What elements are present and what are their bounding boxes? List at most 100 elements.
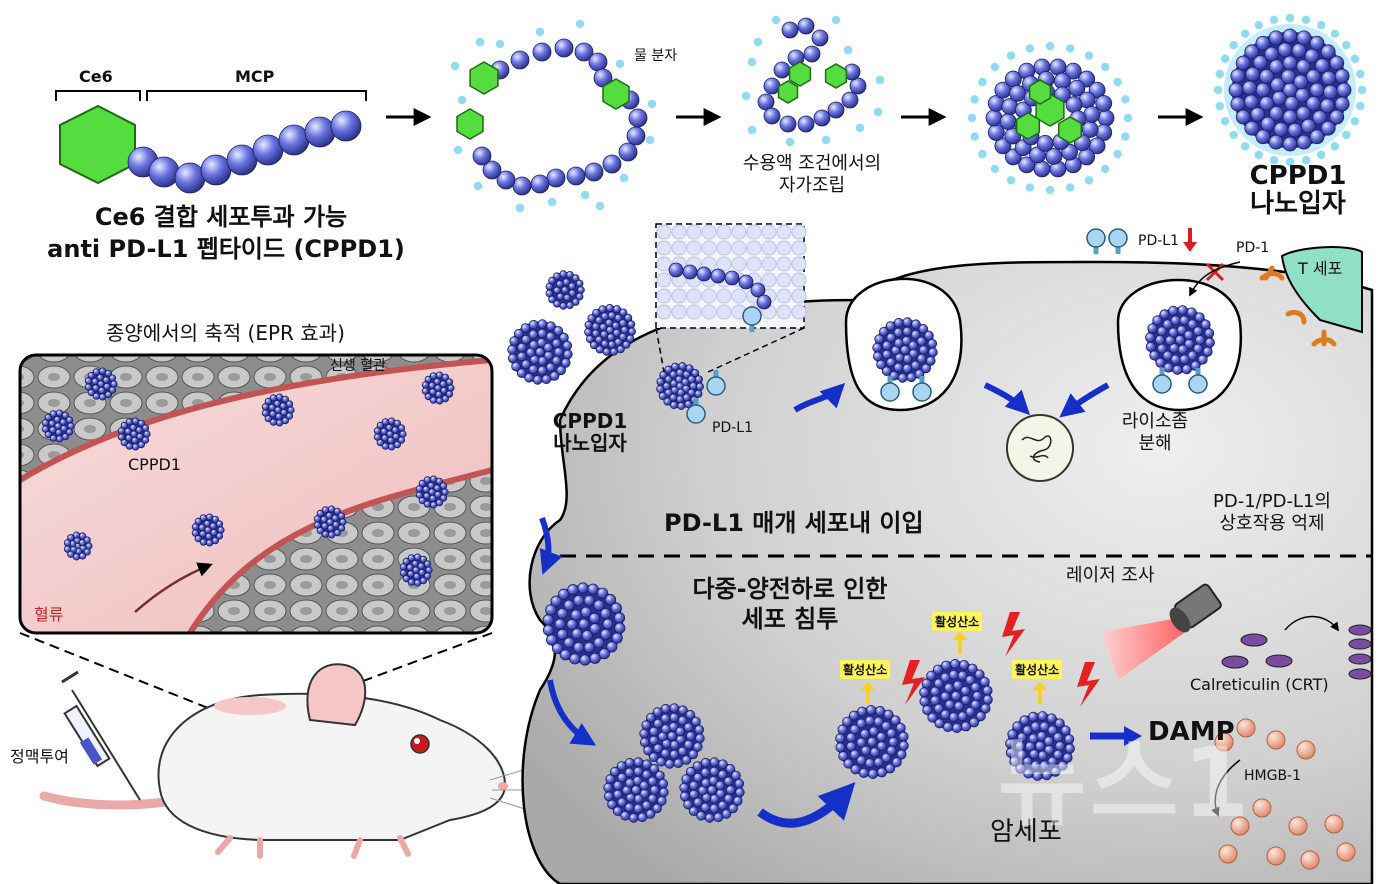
- water-molecule: [1357, 85, 1367, 95]
- nanoparticle-bead: [203, 519, 211, 528]
- nanoparticle-bead: [321, 506, 329, 514]
- mcp-bead: [779, 115, 797, 133]
- nanoparticle-bead: [1168, 327, 1179, 338]
- nanoparticle-bead: [873, 757, 884, 768]
- nanoparticle-bead: [835, 742, 846, 753]
- nanoparticle-bead: [553, 347, 564, 357]
- nanoparticle-bead: [205, 532, 213, 541]
- pdl1-receptor: [742, 306, 762, 332]
- nanoparticle-bead: [885, 763, 896, 774]
- nanoparticle-bead: [881, 366, 892, 376]
- free-nanoparticle: [507, 319, 573, 385]
- nanoparticle-bead: [1284, 95, 1300, 111]
- nanoparticle-bead: [1259, 96, 1275, 111]
- nanoparticle-bead: [397, 424, 406, 432]
- membrane-lipid: [701, 224, 717, 240]
- nanoparticle-bead: [675, 726, 686, 737]
- nanoparticle-bead: [940, 709, 951, 720]
- nanoparticle-bead: [681, 755, 692, 765]
- mcp-bead: [618, 142, 638, 162]
- nanoparticle-bead: [882, 349, 892, 360]
- mcp-bead: [827, 101, 845, 119]
- hmgb1-sphere: [1266, 846, 1286, 866]
- mouse: [39, 663, 534, 859]
- nanoparticle-bead: [264, 415, 272, 423]
- nanoparticle-bead: [275, 412, 283, 421]
- nanoparticle-bead: [102, 376, 110, 384]
- nanoparticle-bead: [1194, 312, 1205, 323]
- nanoparticle-bead: [63, 539, 72, 547]
- nanoparticle-bead: [402, 557, 410, 565]
- water-molecule: [1025, 44, 1035, 53]
- inset-nanoparticle: [415, 475, 449, 509]
- nanoparticle-bead: [589, 652, 601, 664]
- water-molecule: [967, 113, 977, 123]
- hmgb1-label: HMGB-1: [1244, 768, 1302, 784]
- nanoparticle-bead: [975, 711, 986, 722]
- nanoparticle-bead: [713, 812, 724, 823]
- nanoparticle-bead: [933, 678, 944, 689]
- membrane-lipid: [656, 240, 672, 256]
- nanoparticle-bead: [279, 402, 287, 410]
- iv-injection-label: 정맥투여: [10, 747, 69, 766]
- nanoparticle-bead: [603, 782, 613, 793]
- nanoparticle-bead: [339, 518, 347, 526]
- nanoparticle-bead: [591, 329, 600, 338]
- water-molecule: [1100, 62, 1110, 72]
- syringe: [61, 670, 141, 801]
- water-molecule: [595, 201, 605, 211]
- nanoparticle-bead: [941, 660, 952, 671]
- mcp-bead: [472, 146, 492, 166]
- mcp-bead: [1064, 62, 1082, 80]
- nanoparticle-bead: [916, 353, 927, 364]
- nanoparticle-bead: [669, 712, 680, 723]
- pdl1-receptor: [912, 376, 932, 402]
- peptide-title-line2: anti PD-L1 펩타이드 (CPPD1): [47, 235, 405, 263]
- nanoparticle-bead: [1309, 129, 1325, 145]
- water-molecule: [645, 135, 655, 145]
- nanoparticle-bead: [439, 380, 447, 388]
- nanoparticle-bead: [561, 286, 569, 294]
- nanoparticle-bead: [566, 301, 574, 310]
- epr-title: 종양에서의 축적 (EPR 효과): [106, 321, 345, 345]
- nanoparticle-bead: [1255, 129, 1271, 145]
- nanoparticle-bead: [678, 705, 688, 716]
- water-molecule: [1113, 77, 1122, 87]
- pdl1-receptor: [706, 370, 726, 396]
- nanoparticle-bead: [1172, 364, 1183, 375]
- nanoparticle-bead: [588, 612, 601, 624]
- nanoparticle-bead: [649, 764, 660, 774]
- nanoparticle-bead: [627, 320, 636, 329]
- pdl1-receptor: [880, 376, 900, 402]
- damp-label: DAMP: [1148, 717, 1235, 747]
- mcp-bead: [668, 262, 684, 278]
- nanoparticle-bead: [639, 780, 650, 791]
- nanoparticle-bead: [633, 766, 644, 777]
- nanoparticle-bead: [1009, 756, 1020, 767]
- water-molecule: [515, 203, 525, 213]
- nanoparticle-bead: [886, 357, 896, 368]
- nanoparticle-bead: [893, 317, 904, 328]
- nanoparticle-bead: [1032, 770, 1043, 781]
- nanoparticle-bead: [429, 501, 438, 509]
- nanoparticle-bead: [1197, 354, 1208, 365]
- water-molecule: [753, 37, 763, 47]
- nanoparticle-bead: [445, 378, 454, 386]
- nanoparticle-bead: [1273, 122, 1289, 137]
- nanoparticle-bead: [595, 345, 604, 354]
- nanoparticle-bead: [542, 614, 554, 626]
- membrane-lipid: [686, 240, 702, 256]
- nanoparticle-bead: [849, 724, 860, 735]
- water-molecule: [1006, 51, 1016, 60]
- water-molecule: [1301, 15, 1311, 25]
- water-molecule: [1065, 44, 1075, 53]
- nanoparticle-bead: [1155, 334, 1166, 345]
- nanoparticle-bead: [612, 806, 623, 816]
- water-molecule: [647, 99, 657, 109]
- nanoparticle-bead: [1057, 760, 1068, 771]
- nanoparticle-bead: [387, 436, 395, 445]
- water-molecule: [1330, 142, 1340, 151]
- hmgb1-arrow: [1211, 759, 1241, 817]
- t-cell: [1259, 246, 1363, 347]
